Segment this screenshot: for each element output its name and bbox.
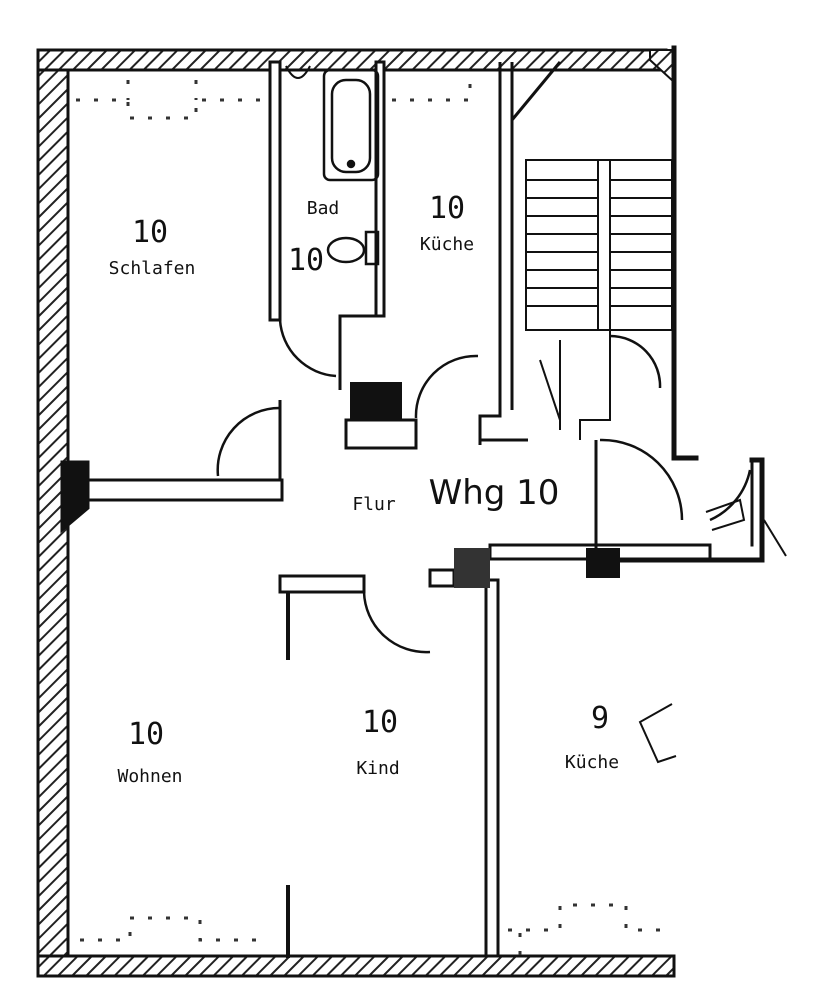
room-labels: 10 Schlafen Bad 10 10 Küche Flur Whg 10 … [109,191,619,787]
toilet [326,230,380,266]
sink [285,65,311,79]
shaft-blocks [344,382,620,588]
door-swings [216,319,752,654]
room-name-wohnen: Wohnen [117,766,182,787]
room-number-kueche-top: 10 [429,191,465,226]
dashed-outlines [76,80,670,955]
staircase [525,159,673,440]
room-name-kueche-bottom: Küche [565,752,619,773]
room-name-kind: Kind [356,758,399,779]
room-number-wohnen: 10 [128,717,164,752]
interior-walls [60,60,712,958]
kitchen-sketch [638,703,677,764]
room-name-flur: Flur [352,494,396,515]
room-name-kueche-top: Küche [420,234,474,255]
room-name-schlafen: Schlafen [109,258,196,279]
room-number-kueche-bottom: 9 [591,701,609,736]
boundary-lines [597,45,765,563]
room-number-bad: 10 [288,243,324,278]
room-number-kind: 10 [362,705,398,740]
exterior-walls [36,48,676,978]
entry-sketch [705,498,787,557]
apartment-label: Whg 10 [429,473,560,513]
room-name-bad: Bad [307,198,340,219]
bathtub [322,68,380,182]
room-number-schlafen: 10 [132,215,168,250]
